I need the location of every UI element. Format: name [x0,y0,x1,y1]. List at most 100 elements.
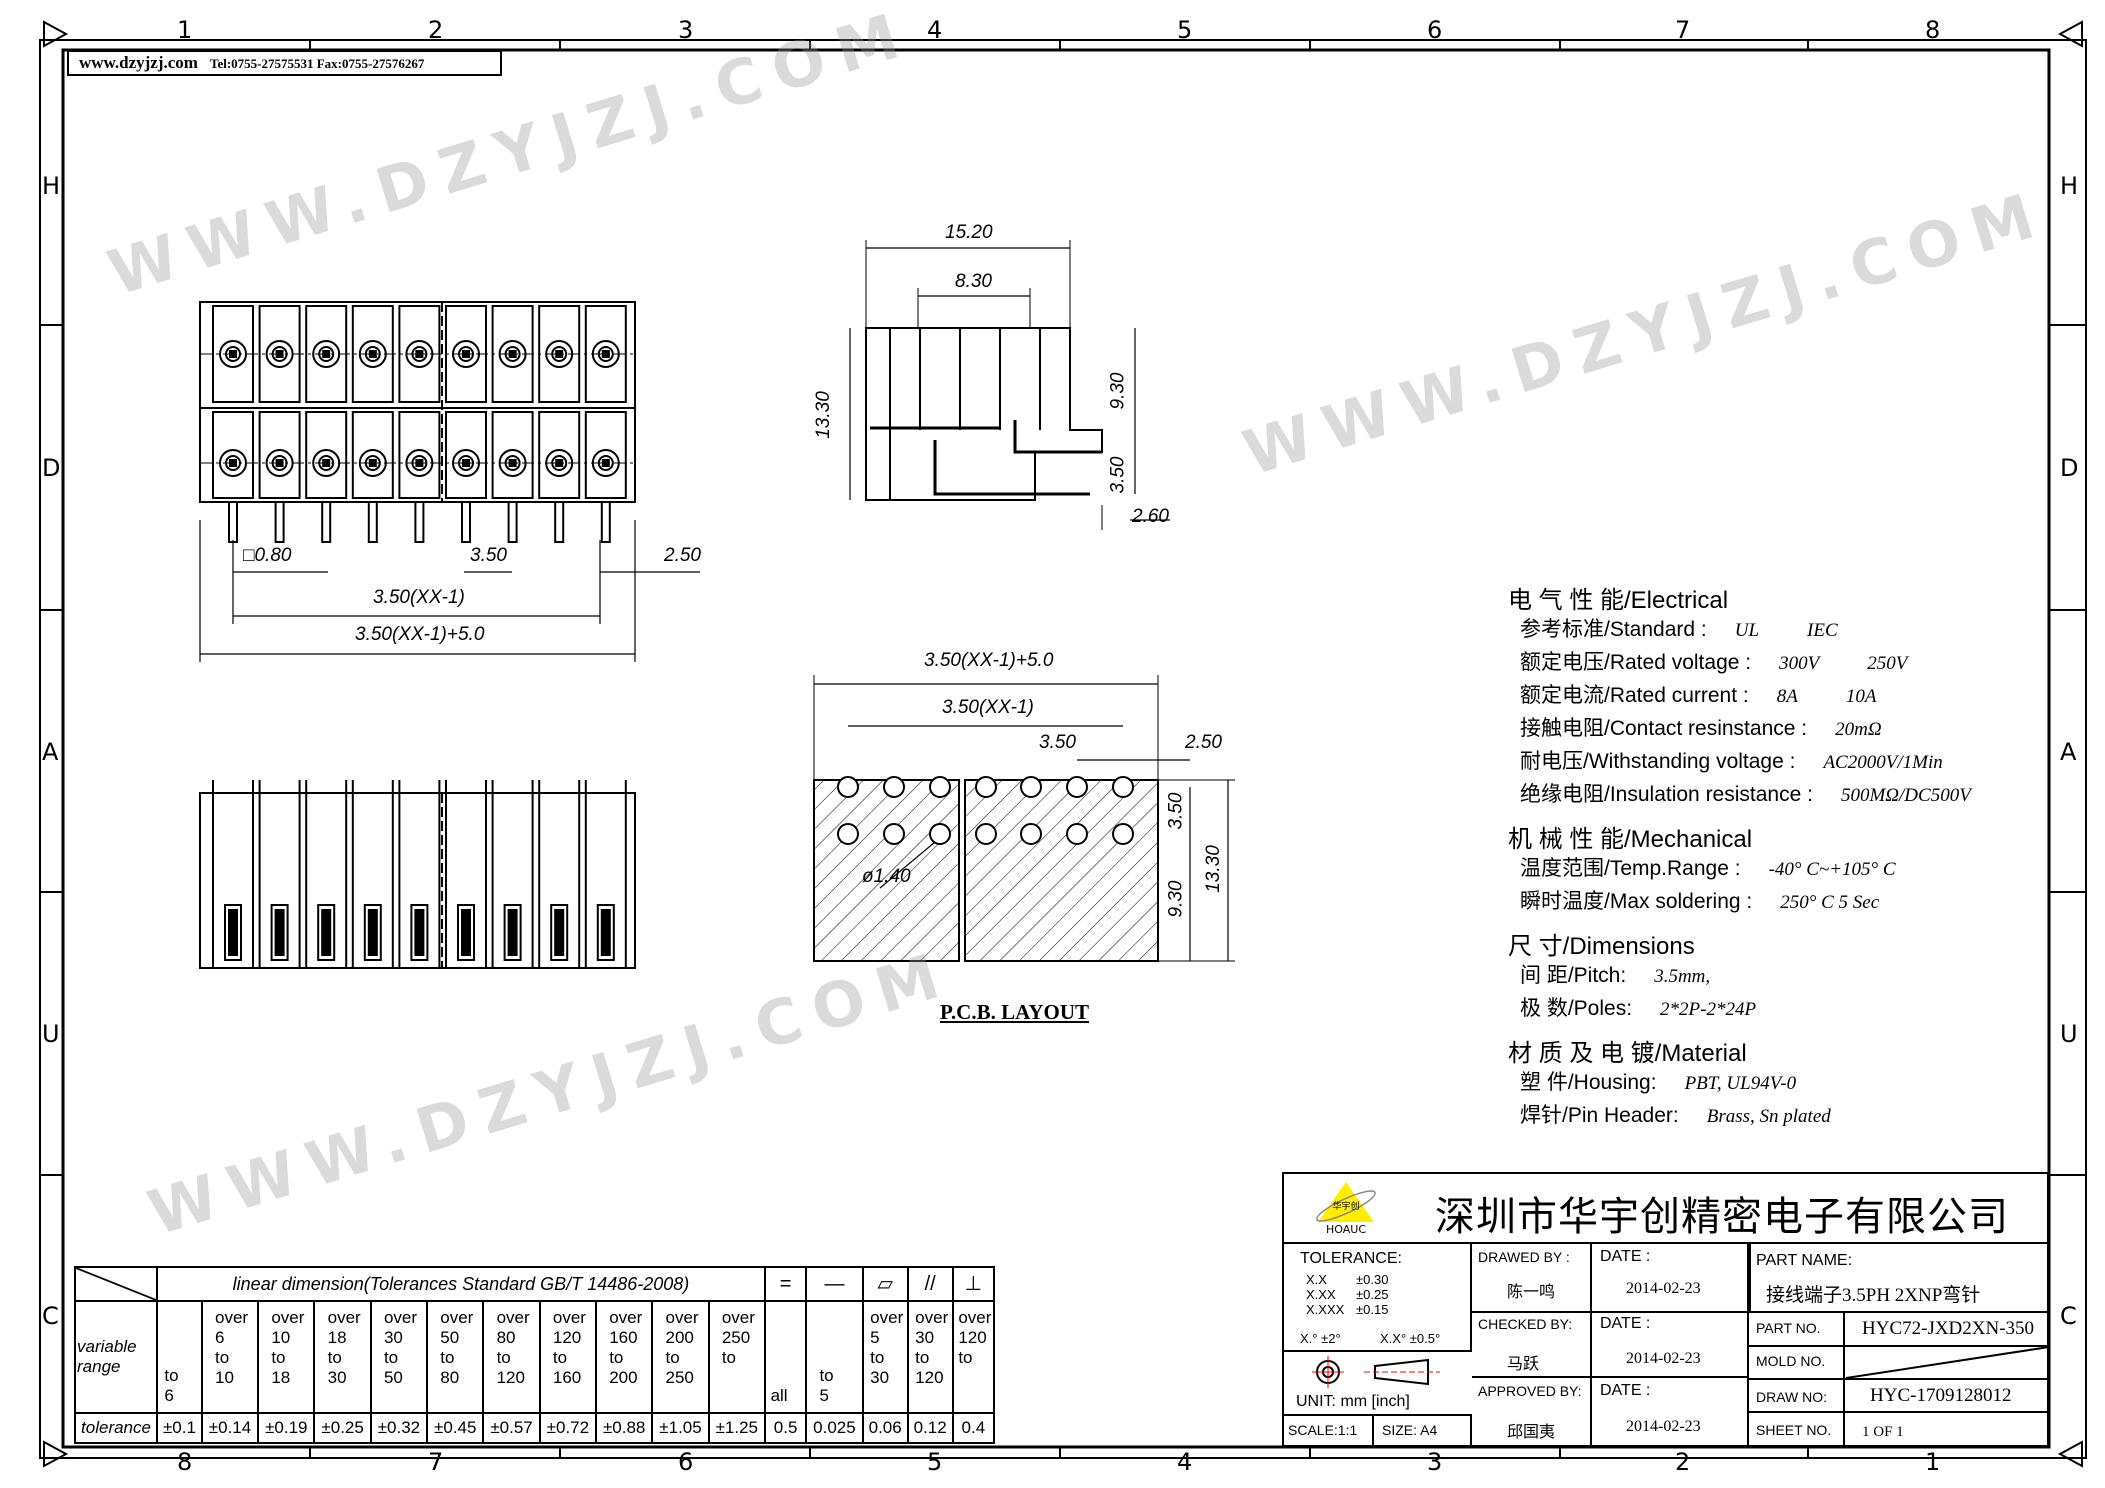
tolerance-value-cell: ±0.25 [313,1411,372,1445]
pcb-hole [929,776,951,798]
range-cell: over 30 to 50 [369,1300,429,1414]
grid-row-label: U [2060,1020,2078,1048]
tolerance-value-cell: ±0.14 [200,1411,260,1445]
tolerance-panel [1282,1244,1472,1352]
grid-column-label: 3 [1427,1448,1443,1476]
tolerance-table: linear dimension(Tolerances Standard GB/… [74,1265,996,1445]
drawed-by-label: DRAWED BY : [1478,1249,1570,1265]
checked-by: 马跃 [1507,1356,1540,1373]
terminal-pin [212,305,254,543]
geometric-symbol: ⊥ [951,1265,996,1303]
terminal-pin [538,305,581,543]
spec-value: 250° C 5 Sec [1780,892,1880,913]
pcb-hole [1112,823,1134,845]
pcb-layout [813,675,1235,962]
spec-row: 瞬时温度/Max soldering : 250° C 5 Sec [1520,885,1879,915]
date-approved: 2014-02-23 [1626,1418,1701,1435]
range-cell: over 200 to 250 [651,1300,710,1414]
spec-label: 瞬时温度/Max soldering : [1520,890,1753,913]
tolerance-row: X.X±0.30 [1306,1272,1388,1287]
terminal-slot [305,780,348,968]
spec-value: 2*2P-2*24P [1660,999,1757,1020]
grid-column-label: 8 [1925,16,1941,44]
grid-column-label: 7 [1675,16,1691,44]
spec-value: 300V [1779,653,1820,674]
date-checked: 2014-02-23 [1626,1350,1701,1367]
dim-width-inner: 8.30 [955,271,992,292]
spec-row: 塑 件/Housing:PBT, UL94V-0 [1520,1066,1796,1096]
tolerance-value-cell: ±0.32 [369,1411,429,1445]
range-cell: to 5 [805,1300,864,1414]
spec-label: 耐电压/Withstanding voltage : [1520,750,1796,773]
terminal-pin [584,305,627,543]
spec-value: 500MΩ/DC500V [1840,785,1971,806]
spec-label: 额定电压/Rated voltage : [1520,651,1752,674]
grid-column-label: 5 [1177,16,1193,44]
title-company-row [1282,1172,2049,1244]
side-view [849,240,1170,530]
tolerance-value-cell: ±0.19 [257,1411,316,1445]
spec-value: PBT, UL94V-0 [1684,1073,1797,1094]
spec-label: 间 距/Pitch: [1520,964,1627,987]
tolerance-value: ±0.25 [1356,1287,1389,1302]
tolerance-value-cell: 0.025 [805,1411,864,1445]
grid-ticks [40,40,2086,1458]
website-link[interactable]: www.dzyjzj.com [79,53,198,72]
tolerance-key: X.XX [1306,1287,1336,1302]
spec-label: 焊针/Pin Header: [1520,1104,1679,1127]
grid-column-label: 3 [678,16,694,44]
pcb-dim-edge: 2.50 [1185,732,1222,753]
range-cell: over 30 to 120 [906,1300,954,1414]
pcb-dim-pitch: 3.50 [1039,732,1076,753]
date-label: DATE : [1600,1382,1651,1399]
range-cell: over 160 to 200 [595,1300,654,1414]
range-cell: over 10 to 18 [257,1300,316,1414]
grid-row-label: A [2060,738,2077,766]
pcb-hole [837,823,859,845]
draw-no: HYC-1709128012 [1870,1385,2012,1406]
grid-row-label: D [42,454,61,482]
pcb-hole [837,776,859,798]
grid-row-label: A [42,738,59,766]
corner-cell [74,1265,158,1303]
tolerance-value-cell: ±0.88 [595,1411,654,1445]
dim-height-upper: 9.30 [1107,372,1129,410]
tolerance-value-cell: ±0.45 [426,1411,485,1445]
company-logo: 华宇创 HOAUC [1316,1182,1376,1236]
grid-column-label: 2 [428,16,444,44]
terminal-slot [212,780,254,968]
sheet-no-label: SHEET NO. [1756,1422,1832,1438]
dim-width-total: 15.20 [945,222,993,243]
tolerance-row-label: tolerance [74,1411,158,1445]
grid-column-label: 1 [1925,1448,1941,1476]
dim-height-lower: 3.50 [1107,456,1129,494]
angle-tolerance-1: X.° ±2° [1300,1331,1341,1346]
mold-no-label: MOLD NO. [1756,1353,1826,1369]
spec-row: 额定电压/Rated voltage : 300V 250V [1520,646,1907,676]
grid-column-label: 5 [927,1448,943,1476]
range-cell: over 250 to [707,1300,766,1414]
spec-row: 焊针/Pin Header:Brass, Sn plated [1520,1099,1831,1129]
corner-arrows [43,20,2083,1468]
spec-value: -40° C~+105° C [1768,859,1896,880]
pcb-dim-height-lower: 9.30 [1165,880,1187,918]
table-header: linear dimension(Tolerances Standard GB/… [156,1265,766,1303]
bottom-view [199,780,636,969]
terminal-slot [538,780,581,968]
dim-span: 3.50(XX-1) [373,587,465,608]
scale-label: SCALE:1:1 [1288,1422,1358,1438]
range-cell: over 6 to 10 [200,1300,260,1414]
spec-heading-mechanical: 机 械 性 能/Mechanical [1508,826,1753,853]
range-cell: over 50 to 80 [426,1300,485,1414]
dim-edge: 2.50 [664,545,701,566]
pcb-dim-total: 3.50(XX-1)+5.0 [924,650,1054,671]
company-name: 深圳市华宇创精密电子有限公司 [1435,1195,2009,1239]
terminal-pin [491,305,534,543]
dim-pin-offset: 2.60 [1132,506,1169,527]
spec-value: 250V [1867,653,1908,674]
spec-row: 极 数/Poles:2*2P-2*24P [1520,992,1756,1022]
pcb-dim-height-total: 13.30 [1202,845,1224,893]
terminal-slot [351,780,394,968]
date-drawed: 2014-02-23 [1626,1280,1701,1297]
